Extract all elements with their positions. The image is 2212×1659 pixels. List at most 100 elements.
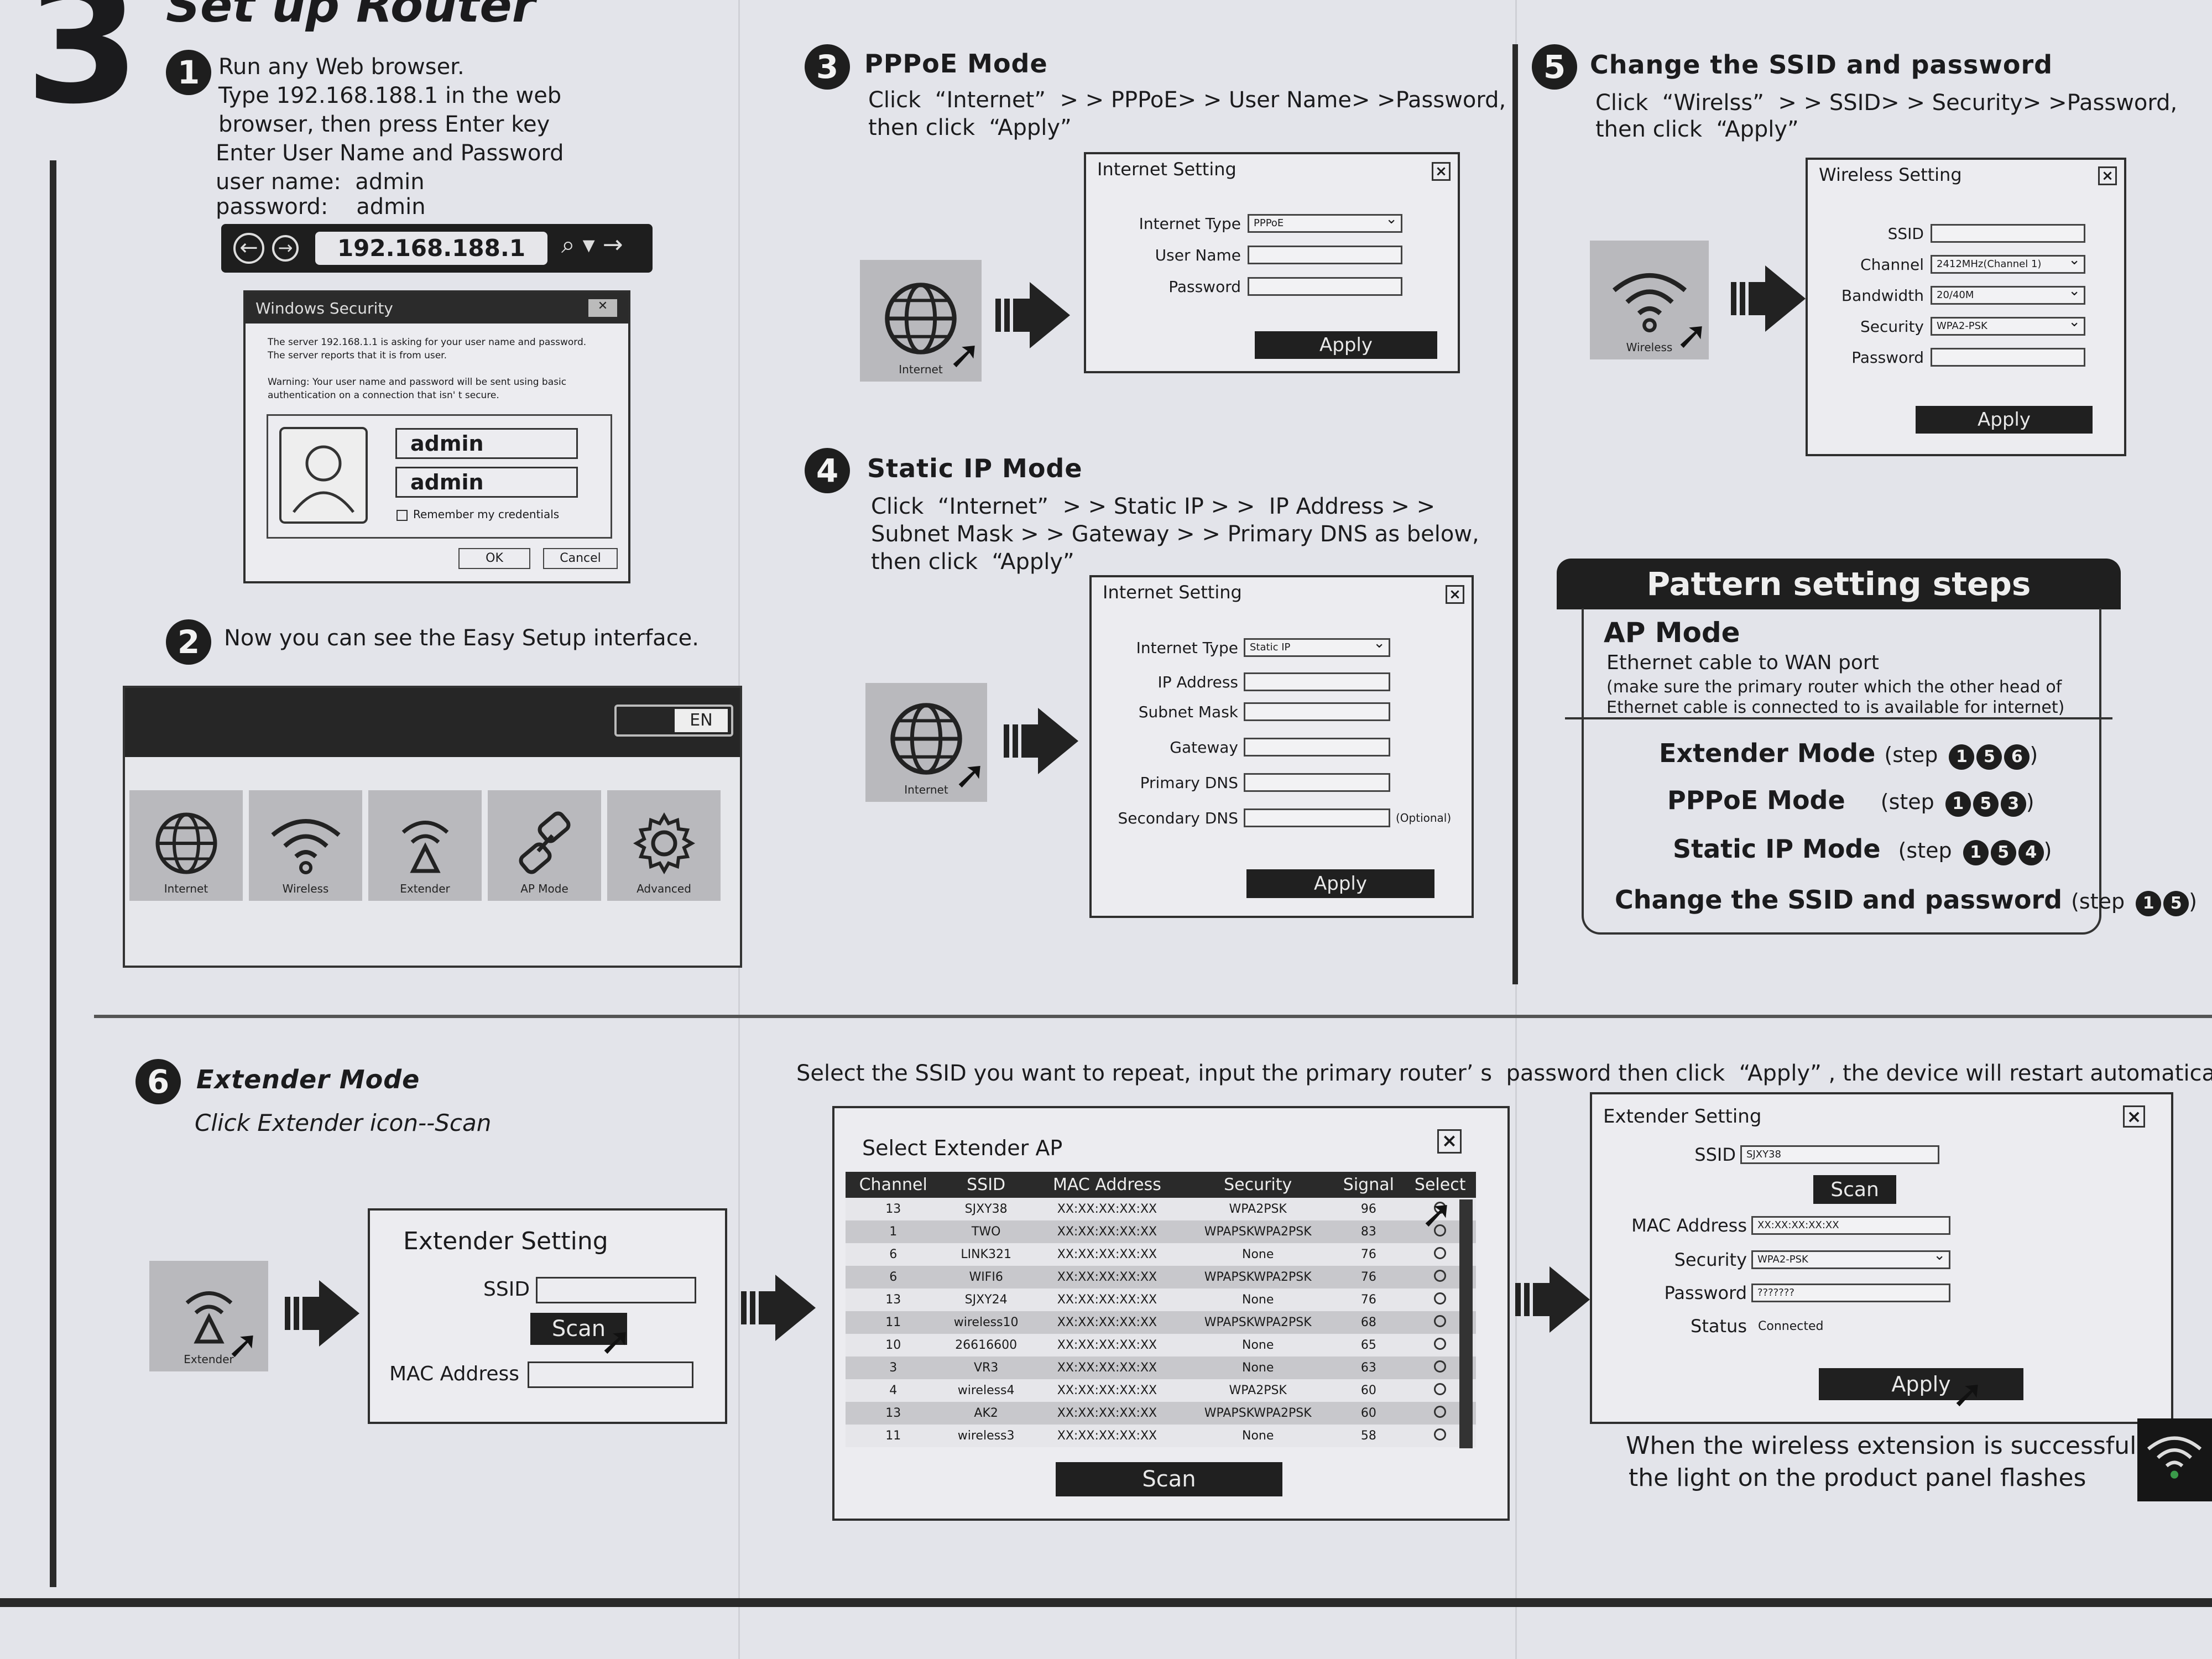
internet-type-select[interactable]: Static IP [1244,635,1390,657]
gateway-input[interactable] [1244,738,1390,757]
table-cell: 6 [846,1243,941,1266]
select-radio[interactable] [1434,1201,1447,1214]
table-cell: 76 [1333,1243,1405,1266]
close-icon[interactable]: × [2098,166,2117,185]
table-cell: XX:XX:XX:XX:XX [1031,1198,1183,1220]
extender-icon-tile[interactable]: Extender [149,1261,268,1371]
forward-icon[interactable]: → [272,235,299,262]
scan-button[interactable]: Scan [1813,1175,1896,1204]
password-input[interactable]: ??????? [1751,1284,1950,1302]
language-switch[interactable]: EN [614,705,733,737]
field-label: Secondary DNS [1118,808,1238,827]
select-radio[interactable] [1434,1428,1447,1441]
step-5-line: then click “Apply” [1595,117,1799,142]
tile-wireless[interactable]: Wireless [249,790,362,901]
apply-button[interactable]: Apply [1916,406,2093,434]
table-cell: wireless10 [941,1311,1031,1334]
step-3-badge: 3 [805,44,850,90]
security-select[interactable]: WPA2-PSK [1931,314,2085,336]
remember-checkbox[interactable] [397,510,408,521]
username-input[interactable] [1248,246,1402,264]
table-cell: XX:XX:XX:XX:XX [1031,1402,1183,1425]
select-radio[interactable] [1434,1360,1447,1373]
ok-button[interactable]: OK [458,548,530,569]
close-icon[interactable]: × [1446,585,1464,604]
cancel-button[interactable]: Cancel [543,548,618,569]
ip-address-input[interactable] [1244,672,1390,691]
mouse-cursor-icon: ➚ [1421,1191,1453,1237]
search-icon[interactable]: ⌕ ▾ → [561,231,623,259]
tile-label: Internet [904,783,948,796]
secondary-dns-input[interactable] [1244,808,1390,827]
security-select[interactable]: WPA2-PSK [1751,1248,1950,1269]
close-icon[interactable]: ✕ [588,299,617,317]
language-en[interactable]: EN [675,709,728,732]
table-cell: TWO [941,1220,1031,1243]
internet-icon-tile[interactable]: Internet [865,683,987,802]
select-radio[interactable] [1434,1314,1447,1327]
tile-extender[interactable]: Extender [368,790,482,901]
easy-setup-header [125,688,740,757]
wireless-icon-tile[interactable]: Wireless [1590,241,1709,359]
step-2-text: Now you can see the Easy Setup interface… [224,625,700,651]
primary-dns-input[interactable] [1244,773,1390,792]
tile-internet[interactable]: Internet [129,790,243,901]
select-radio[interactable] [1434,1383,1447,1395]
tile-advanced[interactable]: Advanced [607,790,721,901]
close-icon[interactable]: × [1437,1129,1462,1154]
apply-button[interactable]: Apply [1819,1368,2023,1400]
select-radio[interactable] [1434,1224,1447,1237]
field-label: MAC Address [1631,1215,1747,1236]
mac-address-input[interactable]: XX:XX:XX:XX:XX [1751,1216,1950,1235]
apply-button[interactable]: Apply [1246,869,1434,898]
internet-icon-tile[interactable]: Internet [860,260,982,382]
close-icon[interactable]: × [1432,162,1451,181]
bandwidth-select[interactable]: 20/40M [1931,283,2085,305]
close-icon[interactable]: × [2123,1105,2145,1128]
table-cell: XX:XX:XX:XX:XX [1031,1288,1183,1311]
table-cell: SJXY24 [941,1288,1031,1311]
globe-icon [155,812,217,874]
url-input[interactable]: 192.168.188.1 [315,232,547,265]
tile-label: Extender [400,882,450,895]
username-field[interactable]: admin [395,428,578,459]
back-icon[interactable]: ← [233,233,264,264]
ssid-input[interactable] [1931,224,2085,243]
password-input[interactable] [1931,348,2085,367]
mouse-cursor-icon: ➚ [954,752,987,797]
mac-address-input[interactable] [528,1361,693,1388]
internet-type-select[interactable]: PPPoE [1248,211,1402,233]
select-radio[interactable] [1434,1246,1447,1259]
scan-button[interactable]: Scan [1056,1462,1282,1496]
table-cell: VR3 [941,1357,1031,1379]
password-input[interactable] [1248,277,1402,296]
channel-select[interactable]: 2412MHz(Channel 1) [1931,252,2085,274]
scrollbar[interactable] [1459,1199,1473,1448]
select-radio[interactable] [1434,1292,1447,1305]
column-rule [1512,44,1518,984]
ssid-input[interactable]: SJXY38 [1740,1145,1939,1164]
scan-button[interactable]: Scan [530,1313,627,1345]
apply-button[interactable]: Apply [1255,331,1437,359]
step-1-line: Type 192.168.188.1 in the web [218,83,562,108]
table-cell: WPAPSKWPA2PSK [1183,1402,1333,1425]
select-radio[interactable] [1434,1337,1447,1350]
select-radio[interactable] [1434,1405,1447,1418]
subnet-mask-input[interactable] [1244,702,1390,721]
ssid-input[interactable] [536,1277,696,1303]
step-4-title: Static IP Mode [867,453,1083,483]
tile-ap-mode[interactable]: AP Mode [488,790,601,901]
select-radio[interactable] [1434,1269,1447,1282]
password-field[interactable]: admin [395,467,578,498]
